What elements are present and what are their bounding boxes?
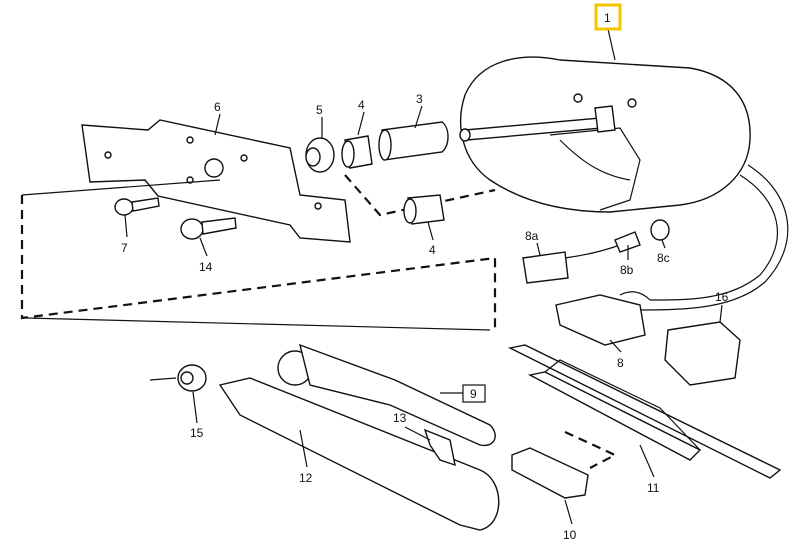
callout-4-bottom: 4 <box>429 243 436 257</box>
callout-4-top: 4 <box>358 98 365 112</box>
callout-9: 9 <box>470 387 477 401</box>
callout-3: 3 <box>416 92 423 106</box>
leader-lines <box>124 28 723 525</box>
callout-10: 10 <box>563 528 577 542</box>
callout-8c: 8c <box>657 251 670 265</box>
callout-1-highlight <box>594 3 622 31</box>
callout-15: 15 <box>190 426 204 440</box>
grommet-8c <box>650 219 670 241</box>
screw-14 <box>180 217 237 240</box>
nut-15 <box>149 364 207 392</box>
clip-16 <box>664 321 741 386</box>
callout-7: 7 <box>121 241 128 255</box>
motor-shaft <box>459 105 616 142</box>
arm-cover <box>218 377 500 531</box>
clip-13 <box>423 428 456 467</box>
callout-12: 12 <box>299 471 313 485</box>
callout-1: 1 <box>604 11 611 25</box>
callout-9-box <box>462 384 486 403</box>
end-cap-10 <box>511 447 589 499</box>
callout-11: 11 <box>647 481 660 495</box>
wiper-blade <box>507 344 782 479</box>
connector-8 <box>555 291 651 346</box>
callout-8a: 8a <box>525 229 539 243</box>
callout-8: 8 <box>617 356 624 370</box>
bushing-set <box>305 121 449 225</box>
callout-8b: 8b <box>620 263 634 277</box>
callout-13: 13 <box>393 411 407 425</box>
wiper-arm <box>277 343 496 447</box>
screw-7 <box>114 197 160 216</box>
body-panel-edge <box>21 179 221 196</box>
callout-16: 16 <box>715 290 729 304</box>
callout-14: 14 <box>199 260 213 274</box>
mounting-bracket <box>81 119 351 243</box>
body-panel-outline <box>20 195 497 330</box>
wiper-motor-housing <box>459 56 789 311</box>
callout-5: 5 <box>316 103 323 117</box>
callout-6: 6 <box>214 100 221 114</box>
connector-8a <box>522 244 621 284</box>
terminal-8b <box>614 231 641 253</box>
